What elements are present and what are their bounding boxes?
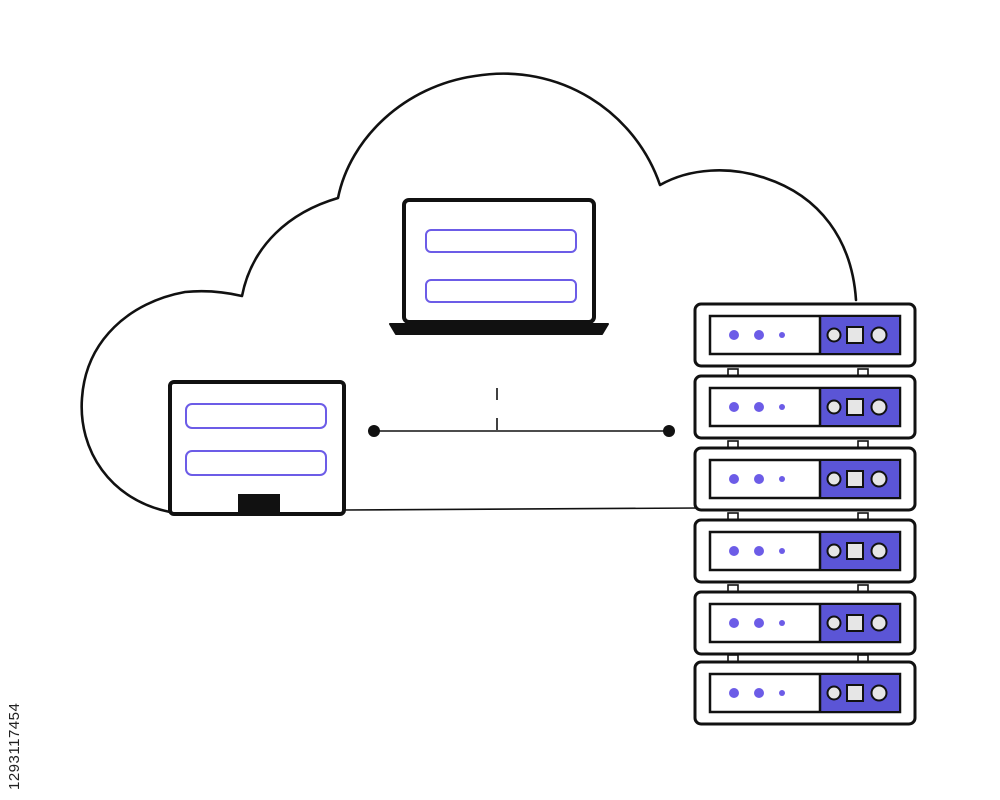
server-status-light	[754, 402, 764, 412]
laptop-content-bar-2	[425, 279, 577, 303]
server-knob-icon	[826, 471, 842, 487]
server-power-button-icon	[870, 614, 888, 632]
monitor-content-bar-1	[185, 403, 327, 429]
server-drive-slot-icon	[846, 684, 864, 702]
monitor-stand	[238, 494, 280, 516]
server-drive-slot-icon	[846, 614, 864, 632]
laptop-base	[389, 323, 609, 335]
cloud-outline-icon	[80, 72, 858, 514]
server-knob-icon	[826, 543, 842, 559]
server-status-light	[729, 546, 739, 556]
server-unit	[693, 440, 917, 512]
network-connections	[343, 388, 701, 511]
server-drive-slot-icon	[846, 470, 864, 488]
server-power-button-icon	[870, 542, 888, 560]
server-power-button-icon	[870, 684, 888, 702]
server-status-light	[779, 332, 785, 338]
server-unit	[693, 302, 917, 368]
server-status-light	[779, 404, 785, 410]
server-status-light	[779, 690, 785, 696]
server-status-light	[754, 618, 764, 628]
server-status-light	[754, 546, 764, 556]
server-status-light	[729, 618, 739, 628]
monitor-content-bar-2	[185, 450, 327, 476]
server-status-light	[754, 330, 764, 340]
connection-line-base	[343, 507, 701, 511]
server-unit	[693, 654, 917, 726]
server-unit	[693, 368, 917, 440]
connection-node-right	[663, 425, 675, 437]
server-unit	[693, 584, 917, 656]
server-status-light	[754, 688, 764, 698]
server-status-light	[779, 620, 785, 626]
server-status-light	[779, 476, 785, 482]
server-status-light	[729, 688, 739, 698]
server-power-button-icon	[870, 470, 888, 488]
server-knob-icon	[826, 615, 842, 631]
laptop-icon	[389, 198, 609, 335]
server-status-light	[729, 402, 739, 412]
connection-node-left	[368, 425, 380, 437]
laptop-screen	[402, 198, 596, 324]
server-knob-icon	[826, 327, 842, 343]
server-unit	[693, 512, 917, 584]
server-power-button-icon	[870, 326, 888, 344]
server-drive-slot-icon	[846, 326, 864, 344]
server-power-button-icon	[870, 398, 888, 416]
server-status-light	[779, 548, 785, 554]
server-status-light	[729, 330, 739, 340]
server-knob-icon	[826, 399, 842, 415]
server-status-light	[729, 474, 739, 484]
laptop-content-bar-1	[425, 229, 577, 253]
server-rack-icon	[693, 302, 917, 726]
monitor-icon	[168, 380, 346, 516]
server-drive-slot-icon	[846, 542, 864, 560]
server-knob-icon	[826, 685, 842, 701]
server-status-light	[754, 474, 764, 484]
server-drive-slot-icon	[846, 398, 864, 416]
stock-id-watermark: 1293117454	[6, 702, 23, 790]
